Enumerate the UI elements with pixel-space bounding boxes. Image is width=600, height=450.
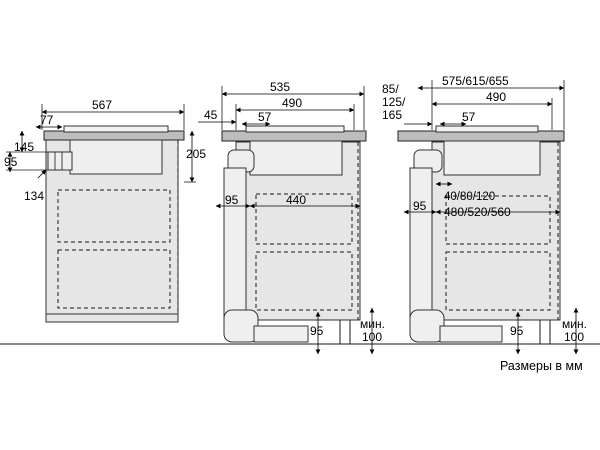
right-duct-vertical — [409, 167, 433, 319]
middle-duct-elbow-bottom — [223, 309, 259, 343]
left-hob — [63, 125, 169, 133]
middle-min-label: мин. — [360, 317, 385, 331]
left-134-dim — [37, 169, 47, 179]
left-205-label: 205 — [186, 147, 206, 161]
left-134-label: 134 — [24, 189, 44, 203]
left-plinth — [45, 313, 179, 323]
right-drawer-2 — [445, 251, 551, 311]
middle-440-label: 440 — [286, 193, 306, 207]
left-fan-outlet — [47, 151, 73, 171]
left-hob-unit — [69, 139, 163, 175]
right-top-label-b: 125/ — [382, 95, 406, 109]
middle-45-label: 45 — [204, 108, 218, 122]
left-width-label: 567 — [92, 98, 112, 112]
right-40-label: 40/80/120 — [444, 191, 495, 203]
middle-duct-bottom — [253, 325, 309, 343]
left-77-label: 77 — [40, 113, 54, 127]
right-min-label: мин. — [562, 317, 587, 331]
middle-min-value: 100 — [362, 330, 382, 344]
right-cabinet — [397, 125, 565, 344]
middle-hob-unit — [249, 140, 343, 176]
right-top-label-c: 165 — [382, 108, 402, 122]
left-drawer-2 — [57, 249, 171, 309]
middle-57-label: 57 — [258, 110, 272, 124]
middle-535-label: 535 — [270, 80, 290, 94]
right-95-label: 95 — [413, 199, 427, 213]
middle-cabinet — [221, 125, 367, 344]
right-drawer-1 — [445, 195, 551, 245]
right-490-label: 490 — [486, 90, 506, 104]
left-145-label: 145 — [14, 140, 34, 154]
middle-95-bottom-label: 95 — [310, 324, 324, 338]
right-min-value: 100 — [564, 330, 584, 344]
middle-duct-vertical — [223, 167, 247, 319]
left-drawer-1 — [57, 189, 171, 243]
right-95-bottom-label: 95 — [510, 324, 524, 338]
middle-95-label: 95 — [225, 193, 239, 207]
right-57-label: 57 — [462, 110, 476, 124]
units-note: Размеры в мм — [500, 359, 583, 373]
middle-drawer-1 — [255, 193, 353, 245]
middle-490-label: 490 — [282, 96, 302, 110]
left-cabinet — [43, 125, 185, 323]
right-575-label: 575/615/655 — [442, 74, 509, 88]
right-duct-elbow-bottom — [409, 309, 445, 343]
left-95-label: 95 — [4, 155, 18, 169]
right-480-label: 480/520/560 — [444, 205, 511, 219]
middle-hob — [245, 125, 345, 133]
right-top-label-a: 85/ — [382, 82, 399, 96]
right-hob-unit — [443, 140, 541, 176]
right-duct-bottom — [439, 325, 503, 343]
right-hob — [435, 125, 539, 133]
